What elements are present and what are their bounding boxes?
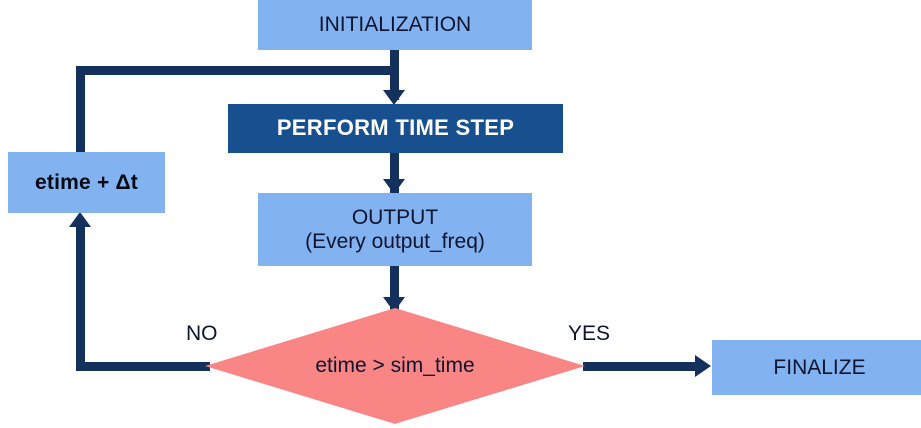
node-finalize[interactable]: FINALIZE [712,340,921,395]
node-increment-etime[interactable]: etime + Δt [8,152,165,213]
node-initialization-label: INITIALIZATION [318,13,472,37]
arrow-into-finalize [695,355,711,377]
connector-initialization-to-perform-vertical [390,50,399,100]
node-decision[interactable]: etime > sim_time [205,308,585,428]
connector-loop-left-vertical-down [76,66,85,156]
node-decision-label: etime > sim_time [315,354,475,377]
node-finalize-label: FINALIZE [773,355,866,379]
connector-output-to-decision-vertical [390,266,399,310]
node-output-label-primary: OUTPUT [351,205,439,229]
connector-no-vertical-up [76,225,85,371]
edge-label-yes: YES [568,322,611,345]
node-output-label-secondary: (Every output_freq) [305,229,485,253]
node-initialization[interactable]: INITIALIZATION [258,0,532,50]
node-output[interactable]: OUTPUT (Every output_freq) [258,193,532,266]
connector-yes-horizontal [583,362,701,371]
node-perform-time-step[interactable]: PERFORM TIME STEP [228,104,563,153]
arrow-into-output [383,179,405,194]
arrow-into-decision [383,297,405,312]
arrow-into-increment-box [69,212,91,227]
node-increment-etime-label: etime + Δt [35,170,138,194]
connector-loop-top-horizontal [76,66,394,75]
arrow-into-perform-time-step [383,90,405,105]
connector-no-horizontal [76,362,210,371]
connector-perform-to-output-vertical [390,153,399,193]
node-perform-time-step-label: PERFORM TIME STEP [276,115,515,141]
edge-label-no: NO [186,322,218,345]
